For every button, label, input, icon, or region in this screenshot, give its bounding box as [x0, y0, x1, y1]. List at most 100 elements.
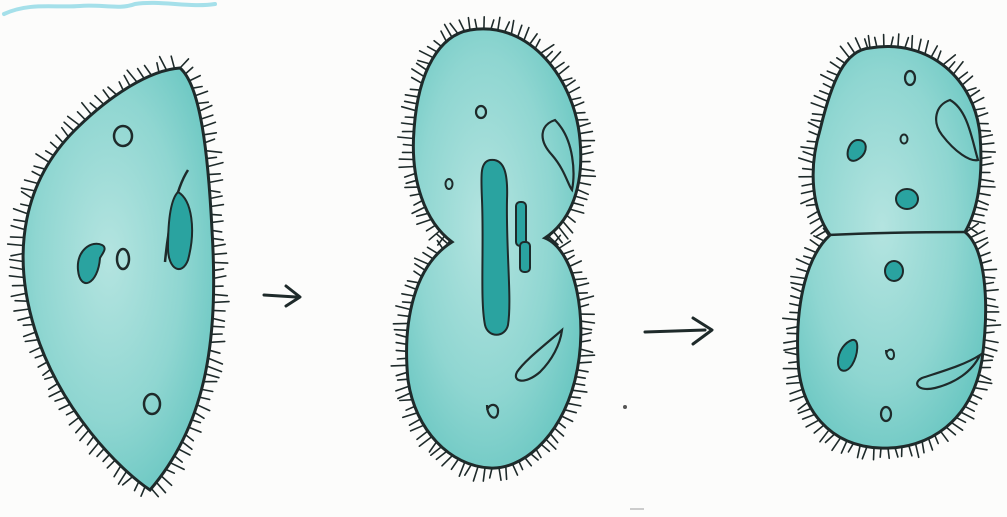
- cilium: [931, 46, 937, 57]
- cilium: [791, 296, 801, 299]
- cilium: [868, 36, 870, 48]
- cilium: [580, 349, 593, 352]
- cilium: [580, 176, 596, 177]
- cilium: [38, 362, 47, 367]
- arrow-right-icon: [645, 318, 712, 344]
- cilium: [213, 310, 225, 311]
- cilium: [450, 23, 458, 33]
- cilium: [412, 207, 425, 213]
- cilium: [580, 169, 594, 171]
- cilium: [69, 417, 79, 425]
- cilium: [88, 436, 94, 444]
- cilium: [202, 389, 213, 391]
- cilium: [415, 264, 425, 271]
- cilium: [985, 325, 1000, 326]
- cilium: [213, 318, 225, 321]
- cilium: [567, 403, 580, 406]
- cilium: [576, 283, 589, 286]
- cilium: [958, 72, 968, 79]
- cilium: [805, 248, 817, 253]
- cilium: [201, 115, 213, 119]
- cilium: [579, 355, 594, 356]
- cilium: [811, 120, 822, 122]
- cilium: [49, 383, 58, 389]
- cilium: [798, 402, 808, 410]
- cilium: [205, 139, 215, 143]
- cilium: [206, 151, 222, 153]
- cilium: [562, 78, 572, 81]
- paper-speck: [623, 405, 627, 409]
- cilium: [577, 370, 588, 372]
- cilium: [801, 147, 816, 149]
- cilium: [442, 455, 453, 465]
- cilium: [984, 277, 995, 278]
- cilium: [475, 20, 477, 30]
- cilium: [25, 180, 38, 184]
- cilium: [579, 183, 591, 185]
- cilium: [9, 276, 24, 278]
- cilium: [208, 174, 220, 175]
- cilium: [195, 412, 204, 418]
- cilium: [403, 413, 418, 418]
- cilium: [823, 84, 832, 89]
- cilium: [22, 192, 33, 199]
- cilium: [558, 66, 569, 75]
- cilium: [468, 18, 470, 30]
- cilium: [971, 220, 985, 223]
- cilium: [820, 91, 830, 95]
- cilium: [499, 468, 501, 481]
- cilium: [429, 442, 436, 452]
- cilium: [579, 131, 592, 133]
- cilium: [803, 169, 814, 170]
- cilium: [189, 76, 200, 81]
- cilium: [808, 122, 820, 128]
- cilium: [541, 444, 549, 451]
- cilium: [210, 341, 224, 342]
- cilium: [801, 198, 815, 204]
- cilium: [396, 372, 407, 375]
- cilium: [402, 107, 416, 111]
- cilium: [953, 62, 963, 75]
- cilium: [161, 476, 171, 485]
- cilium: [62, 128, 69, 137]
- cilium: [156, 482, 165, 492]
- cilium: [546, 439, 556, 449]
- cilium: [51, 142, 59, 149]
- cilium: [417, 431, 428, 439]
- cilium: [210, 196, 222, 199]
- cilium: [208, 163, 223, 167]
- macronucleus: [481, 160, 509, 335]
- cilium: [563, 250, 574, 254]
- cilium: [410, 419, 421, 425]
- cilium: [802, 191, 815, 194]
- cilium: [420, 51, 434, 58]
- cilium: [581, 328, 592, 330]
- cilium: [862, 447, 867, 459]
- cilium: [180, 59, 189, 68]
- cilium: [821, 75, 835, 82]
- cilium: [524, 28, 529, 41]
- cilium: [205, 374, 219, 378]
- cilium: [419, 437, 432, 447]
- cilium: [980, 179, 994, 181]
- cilium: [199, 106, 212, 112]
- cilium: [575, 196, 587, 199]
- cilium: [969, 90, 979, 97]
- cilium: [123, 477, 133, 485]
- macronucleus: [896, 189, 918, 209]
- cilium: [571, 98, 581, 100]
- cilium: [197, 405, 210, 411]
- cilium: [49, 390, 62, 396]
- cilium: [171, 56, 174, 68]
- cilium: [790, 389, 803, 394]
- cilium: [808, 211, 818, 217]
- cilium: [405, 285, 416, 289]
- cilium: [577, 189, 588, 194]
- cilium: [417, 219, 432, 224]
- cilium: [572, 390, 587, 392]
- cilium: [841, 441, 847, 453]
- cilium: [405, 101, 418, 104]
- cilium: [209, 350, 220, 353]
- cilium: [905, 38, 909, 49]
